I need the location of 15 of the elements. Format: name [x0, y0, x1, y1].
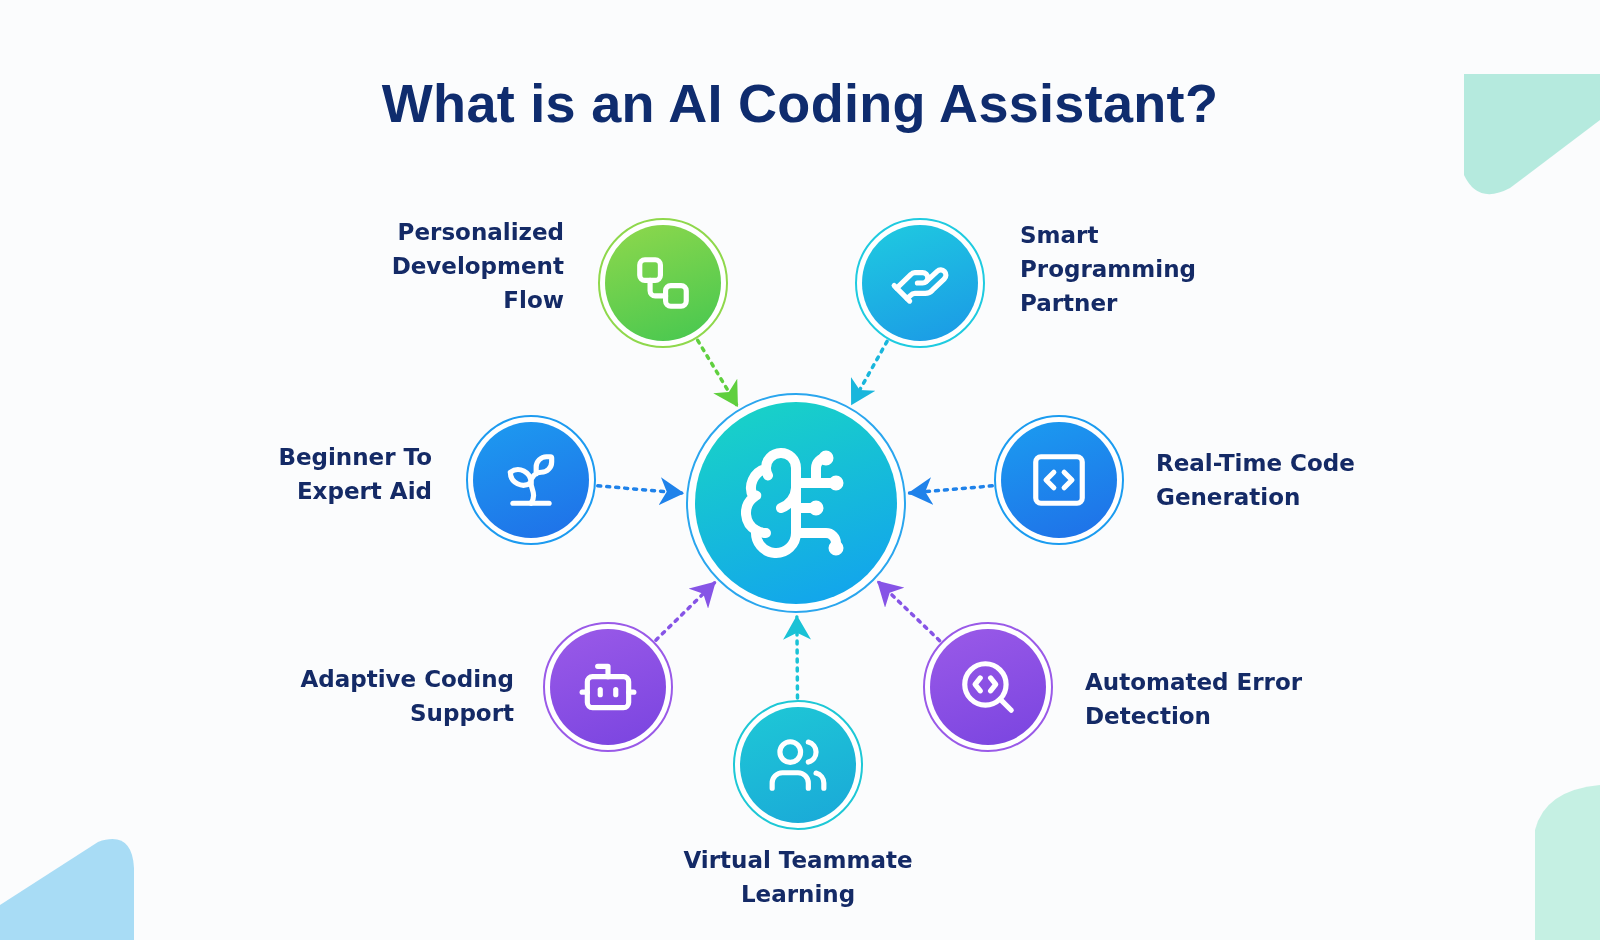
dotted-arrow [654, 581, 717, 642]
diagram-title: What is an AI Coding Assistant? [381, 72, 1219, 134]
dotted-arrow [695, 338, 739, 408]
node-label: Beginner To Expert Aid [277, 443, 432, 506]
dotted-arrow [876, 580, 942, 643]
node-label: Automated Error Detection [1085, 668, 1304, 731]
node-label: Virtual Teammate Learning [682, 846, 914, 909]
node-label: Adaptive Coding Support [299, 665, 514, 728]
dotted-arrow [850, 339, 889, 406]
node-label: Real-Time Code Generation [1156, 449, 1356, 512]
dotted-arrow [596, 477, 685, 506]
dotted-arrow [783, 615, 812, 700]
node-label: Smart Programming Partner [1020, 221, 1197, 318]
dotted-arrow [907, 477, 994, 506]
node-label: Personalized Development Flow [390, 218, 564, 315]
